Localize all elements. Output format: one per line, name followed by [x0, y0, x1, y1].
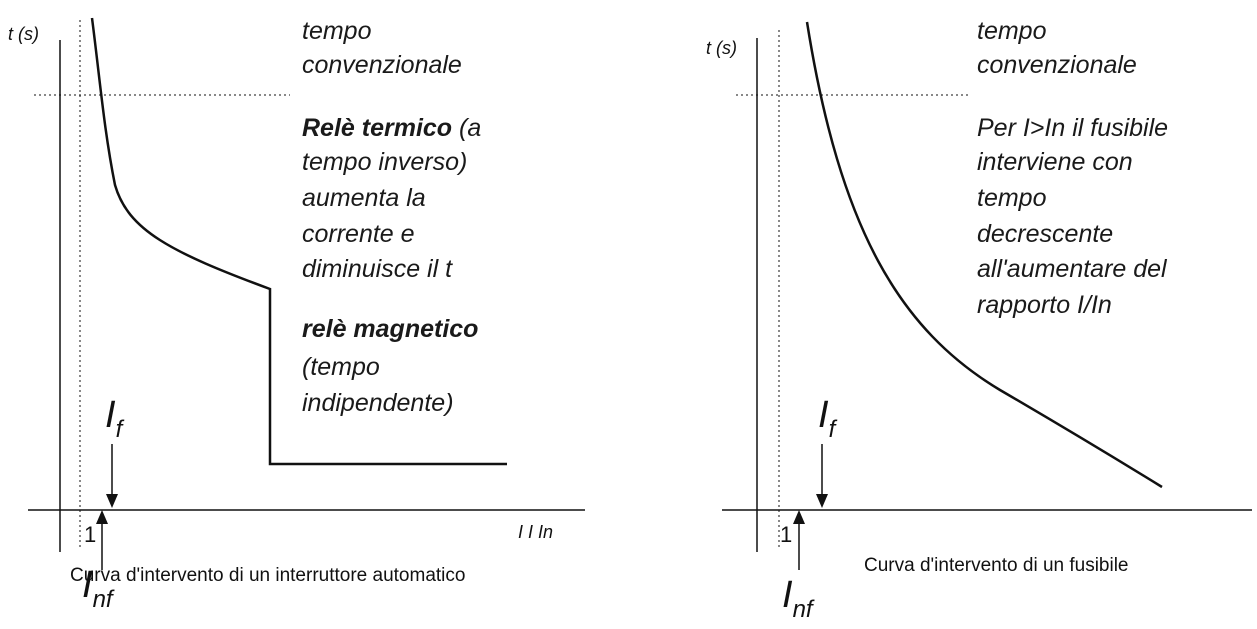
left-magnetico-line-1: relè magnetico — [302, 315, 479, 343]
right-if-arrow-head — [816, 494, 828, 508]
left-caption: Curva d'intervento di un interruttore au… — [70, 565, 466, 586]
right-text-conv-1: tempo — [977, 17, 1047, 45]
left-y-axis-label: t (s) — [8, 24, 39, 44]
right-fuse-line-2: interviene con — [977, 148, 1133, 176]
left-magnetico-line-2: (tempo — [302, 353, 380, 381]
right-fuse-line-3: tempo — [977, 184, 1047, 212]
right-y-axis-label: t (s) — [706, 38, 737, 58]
left-magnetico-line-3: indipendente) — [302, 389, 454, 417]
right-fuse-line-6: rapporto I/In — [977, 291, 1112, 319]
right-if-label: If — [818, 394, 836, 443]
left-termico-line-4: corrente e — [302, 220, 415, 248]
left-if-label: If — [105, 394, 123, 443]
left-termico-line-5: diminuisce il t — [302, 255, 453, 283]
left-text-conv-1: tempo — [302, 17, 372, 45]
left-text-conv-2: convenzionale — [302, 51, 462, 79]
right-caption: Curva d'intervento di un fusibile — [864, 555, 1129, 576]
right-text-conv-2: convenzionale — [977, 51, 1137, 79]
left-inf-arrow-head — [96, 510, 108, 524]
left-inf-label: Inf — [82, 564, 113, 613]
left-trip-curve — [90, 17, 507, 466]
left-termico-line-2: tempo inverso) — [302, 148, 468, 176]
left-termico-line-1: Relè termico (a — [302, 114, 482, 142]
right-fuse-line-5: all'aumentare del — [977, 255, 1167, 283]
right-fuse-line-4: decrescente — [977, 220, 1114, 248]
right-fuse-line-1: Per I>In il fusibile — [977, 114, 1169, 142]
left-x-axis-label: I I In — [518, 522, 554, 542]
right-inf-arrow-head — [793, 510, 805, 524]
right-tick-one: 1 — [780, 522, 793, 547]
right-fuse-curve — [805, 21, 1163, 489]
left-if-arrow-head — [106, 494, 118, 508]
right-inf-label: Inf — [782, 574, 813, 623]
left-termico-line-3: aumenta la — [302, 184, 426, 212]
left-tick-one: 1 — [84, 522, 97, 547]
